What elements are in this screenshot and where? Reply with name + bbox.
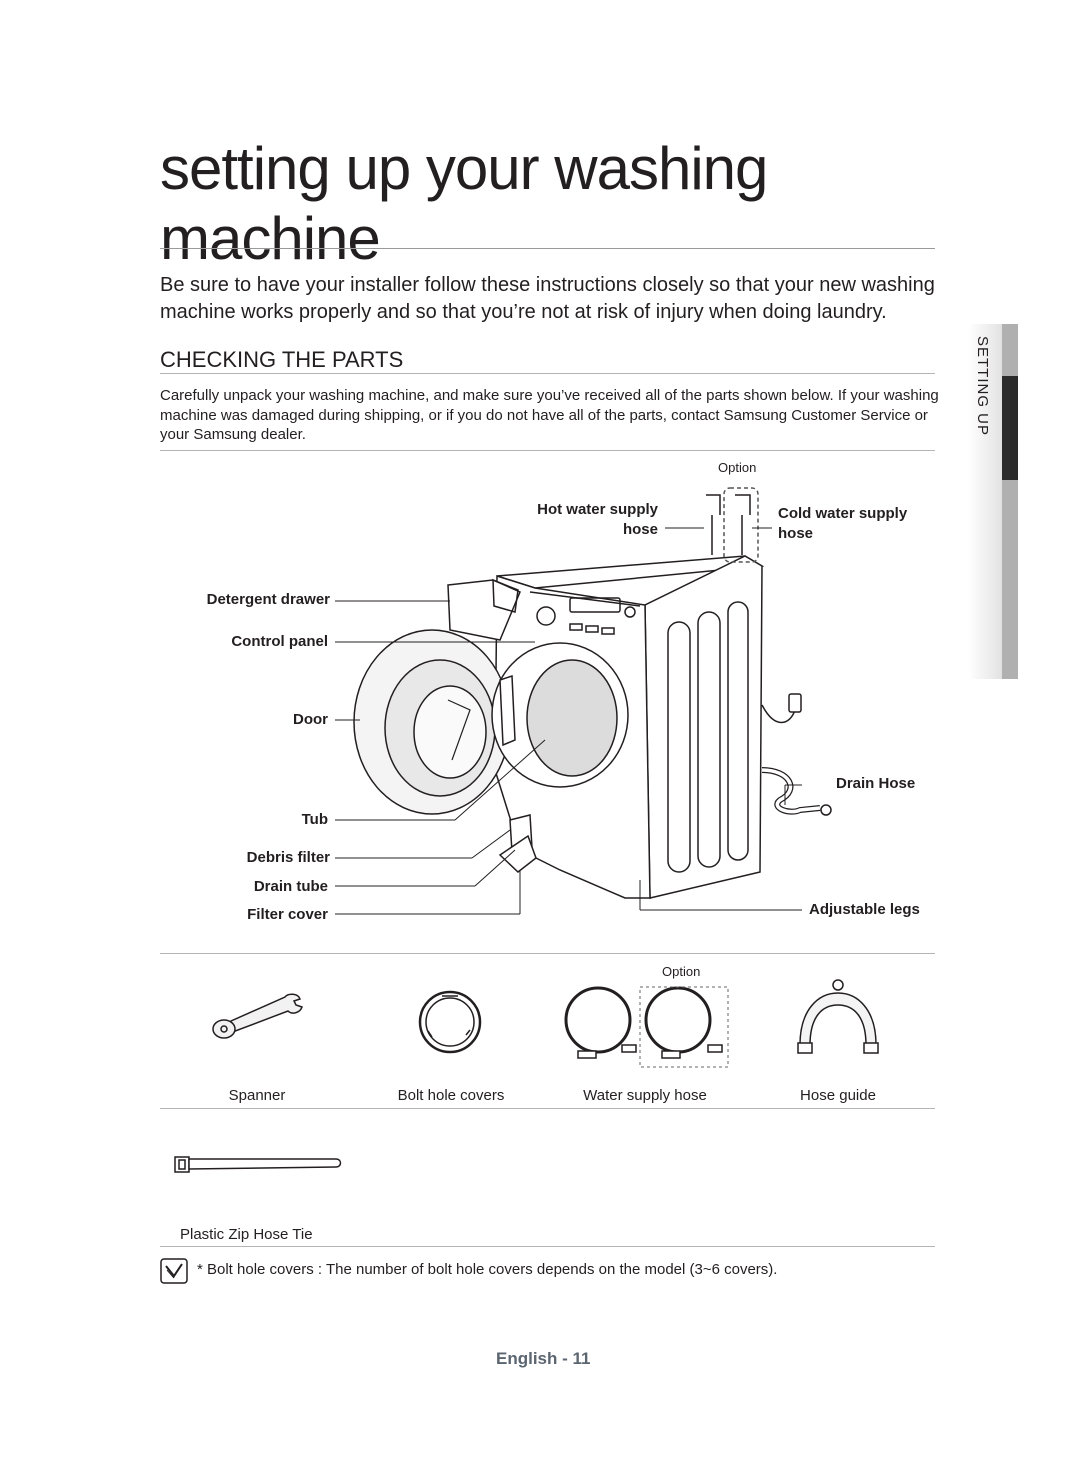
accessory-label-spanner: Spanner [228,1087,286,1104]
bolt-hole-cover-icon [418,990,482,1054]
tub-label: Tub [301,811,328,828]
diagram-leader-lines [335,527,802,915]
adjustable-legs-label: Adjustable legs [809,901,920,918]
zip-tie-label: Plastic Zip Hose Tie [180,1226,313,1243]
accessories-illustrations [212,979,879,1068]
spanner-icon [212,993,303,1039]
accessories-top-divider [160,953,935,954]
filter-cover-label: Filter cover [247,906,328,923]
option-label-top: Option [718,460,757,475]
intro-paragraph: Be sure to have your installer follow th… [160,274,935,323]
accessory-label-water-supply-hose: Water supply hose [583,1087,707,1104]
water-supply-hose-icon [564,986,729,1068]
zip-tie-icon [174,1156,342,1173]
option-label-accessories: Option [662,964,701,979]
page-title: setting up your washing machine [160,135,768,272]
diagram-top-divider [160,450,935,451]
side-tab-marker [1002,376,1018,480]
washing-machine-diagram [335,487,832,915]
drain-hose-label: Drain Hose [836,775,916,792]
side-tab-label: SETTING UP [974,336,991,437]
control-panel-label: Control panel [231,633,328,650]
accessory-label-hose-guide: Hose guide [800,1087,876,1104]
hose-guide-icon [797,979,879,1054]
door-label: Door [293,711,328,728]
accessories-bottom-divider [160,1108,935,1109]
detergent-drawer-label: Detergent drawer [206,591,330,608]
drain-tube-label: Drain tube [253,878,328,895]
note-top-divider [160,1246,935,1247]
section-divider [160,373,935,374]
debris-filter-label: Debris filter [246,849,330,866]
cold-water-hose-label: Cold water supply hose [778,505,908,542]
hot-water-hose-label: Hot water supply hose [537,501,658,538]
accessory-label-bolt-hole-covers: Bolt hole covers [397,1087,505,1104]
note-text: * Bolt hole covers : The number of bolt … [197,1261,778,1278]
instructions-paragraph: Carefully unpack your washing machine, a… [160,387,939,443]
page-number: English - 11 [496,1349,591,1368]
title-divider [160,248,935,249]
side-tab: SETTING UP [968,324,1018,679]
note-pencil-icon [160,1258,188,1284]
section-heading: CHECKING THE PARTS [160,347,404,372]
washing-machine-illustration [353,487,832,899]
